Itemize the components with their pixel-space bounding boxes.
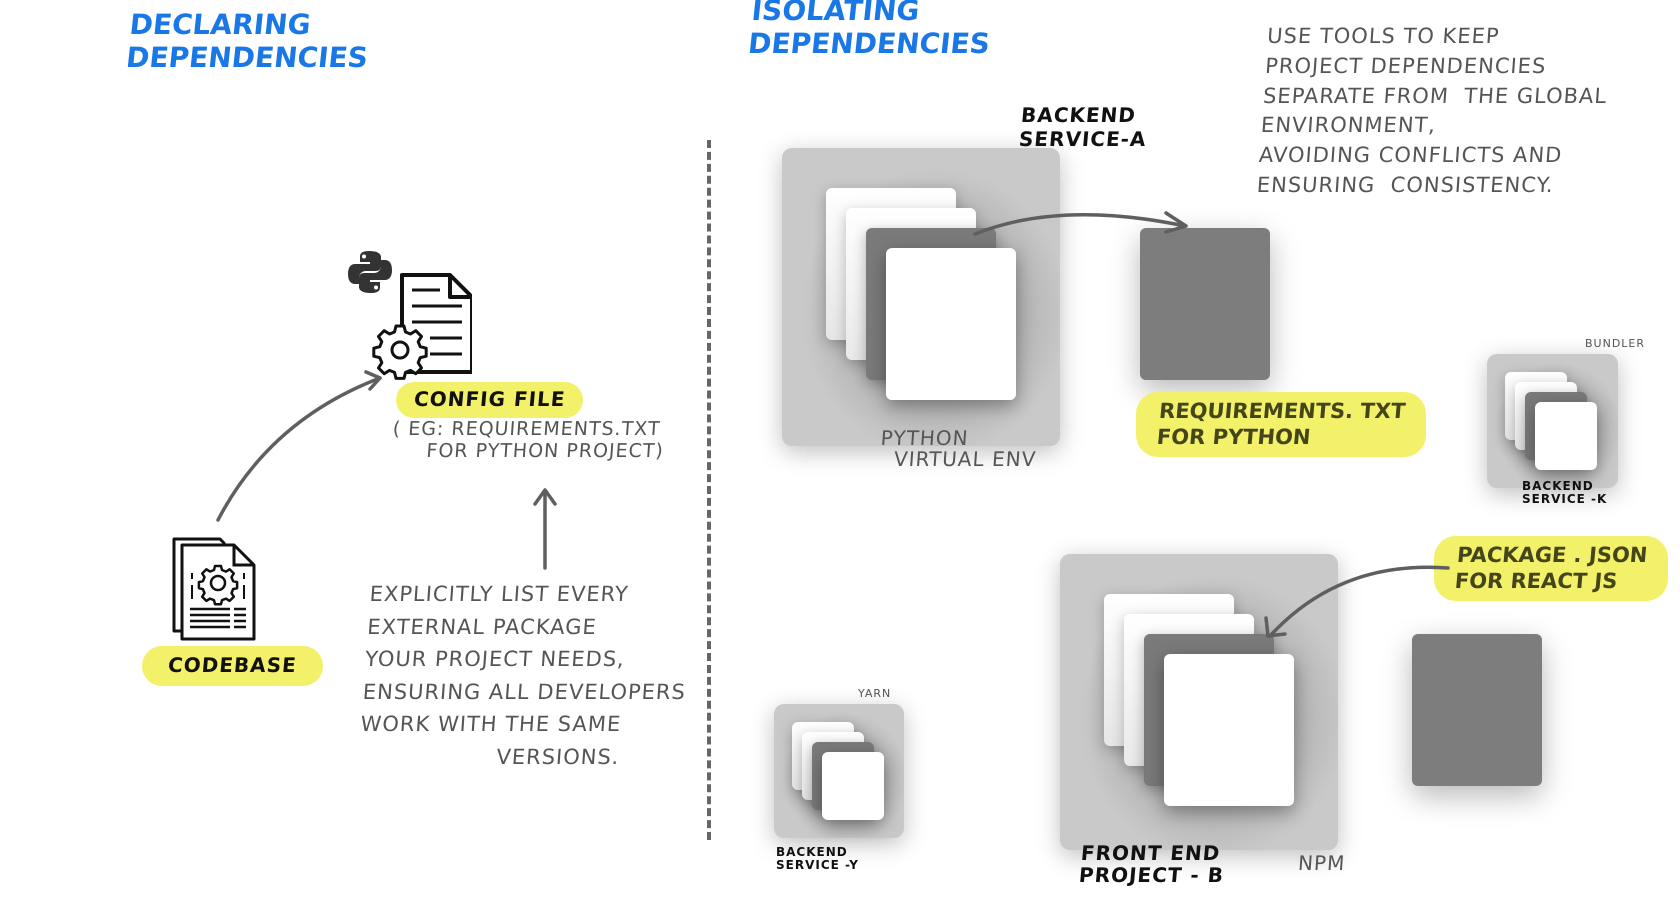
codebase-to-config-arrow: [216, 376, 382, 522]
codebase-label-text: Codebase: [167, 653, 298, 677]
env-layer-4: [822, 752, 884, 820]
yarn-label: Yarn: [858, 687, 892, 700]
isolating-description-text: Use tools to keep project dependencies s…: [1256, 24, 1608, 198]
config-file-label: Config File: [396, 382, 584, 418]
package-json-box: [1412, 634, 1542, 786]
package-json-label-text: Package . json for React js: [1453, 543, 1649, 594]
env-layer-4: [1535, 402, 1597, 470]
config-file-label-text: Config File: [413, 387, 567, 411]
python-virtual-env-box: [782, 148, 1060, 446]
python-virtual-env-label: Python Virtual env: [878, 426, 1038, 471]
bundler-label: Bundler: [1585, 337, 1646, 350]
env-layer-4: [1164, 654, 1294, 806]
npm-label: NPM: [1297, 851, 1347, 875]
backend-service-k-label: Backend Service -K: [1522, 479, 1608, 506]
config-document-gear-icon: [372, 270, 474, 380]
codebase-document-gear-icon: [168, 535, 258, 643]
backend-service-y-box: [774, 704, 904, 838]
isolating-dependencies-title: Isolating Dependencies: [746, 0, 992, 61]
codebase-label: Codebase: [142, 646, 323, 686]
python-logo-icon: [346, 248, 394, 296]
package-json-label: Package . json for React js: [1434, 536, 1669, 601]
requirements-txt-label: requirements. txt for python: [1136, 392, 1427, 457]
backend-service-k-box: [1487, 354, 1618, 488]
requirements-txt-label-text: requirements. txt for python: [1155, 399, 1407, 450]
env-layer-4: [886, 248, 1016, 400]
frontend-project-b-box: [1060, 554, 1338, 850]
requirements-txt-box: [1140, 228, 1270, 380]
section-divider: [707, 140, 711, 840]
backend-service-a-label: Backend Service-A: [1017, 103, 1148, 151]
backend-service-y-label: Backend Service -Y: [776, 845, 859, 872]
frontend-project-b-label: Front end Project - B: [1077, 841, 1226, 887]
declaring-dependencies-title: Declaring Dependencies: [124, 8, 370, 75]
declaring-explanation-text: Explicitly list every External package Y…: [357, 582, 687, 769]
config-file-example: ( EG: requirements.txt for python projec…: [390, 418, 665, 463]
